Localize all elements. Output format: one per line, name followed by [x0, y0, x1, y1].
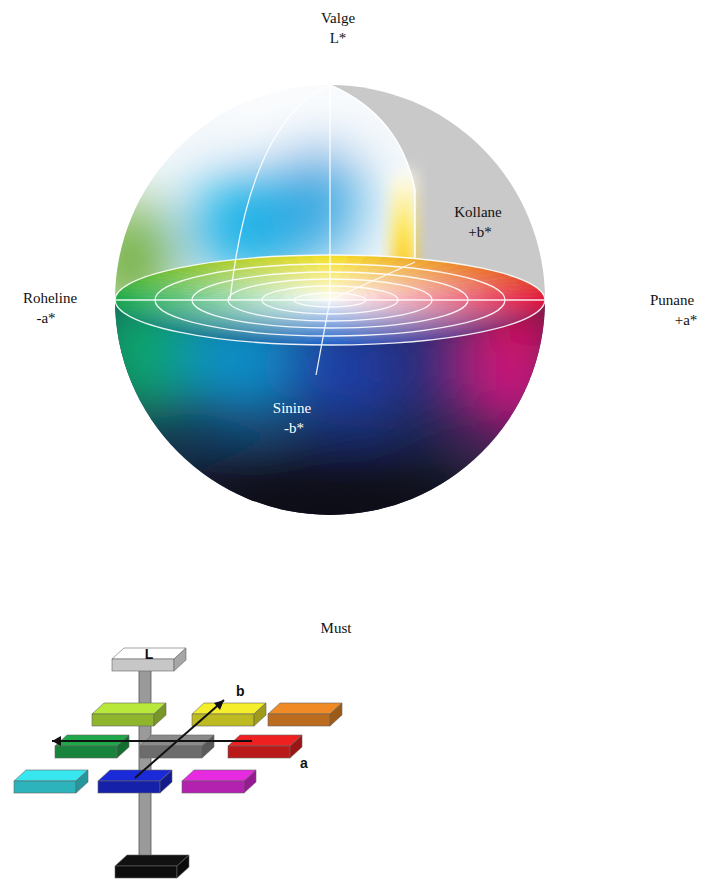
- color-block: [92, 703, 166, 726]
- arrowhead: [214, 700, 224, 710]
- axis-symbol: -b*: [284, 420, 304, 437]
- axis-name: Must: [321, 620, 352, 637]
- axis-letter: b: [236, 684, 245, 699]
- axis-name: Valge: [321, 10, 355, 27]
- color-block: [268, 703, 342, 726]
- l-block: L: [112, 646, 186, 662]
- color-block: [112, 648, 186, 671]
- a-axis: [52, 740, 252, 742]
- axis-name: Roheline: [23, 290, 77, 307]
- arrowhead: [52, 736, 61, 746]
- l-axis-bar: [139, 668, 151, 858]
- axis-symbol: +b*: [468, 224, 491, 241]
- axis-name: Punane: [650, 292, 694, 309]
- color-block: [14, 770, 88, 793]
- lab-axes-model: [14, 648, 342, 878]
- b-axis: [135, 700, 224, 778]
- axis-letter: a: [300, 756, 308, 771]
- axis-name: Kollane: [454, 204, 501, 221]
- color-block: [182, 770, 256, 793]
- color-block: [228, 735, 302, 758]
- axis-letter: L: [145, 647, 154, 661]
- color-block: [192, 703, 266, 726]
- axis-symbol: +a*: [675, 312, 698, 329]
- axis-symbol: -a*: [36, 310, 55, 327]
- axis-symbol: L*: [330, 30, 347, 47]
- color-sphere: [80, 80, 565, 570]
- axis-name: Sinine: [273, 400, 311, 417]
- color-block: [140, 735, 214, 758]
- color-block: [55, 735, 129, 758]
- color-block: [98, 770, 172, 793]
- color-block: [115, 855, 189, 878]
